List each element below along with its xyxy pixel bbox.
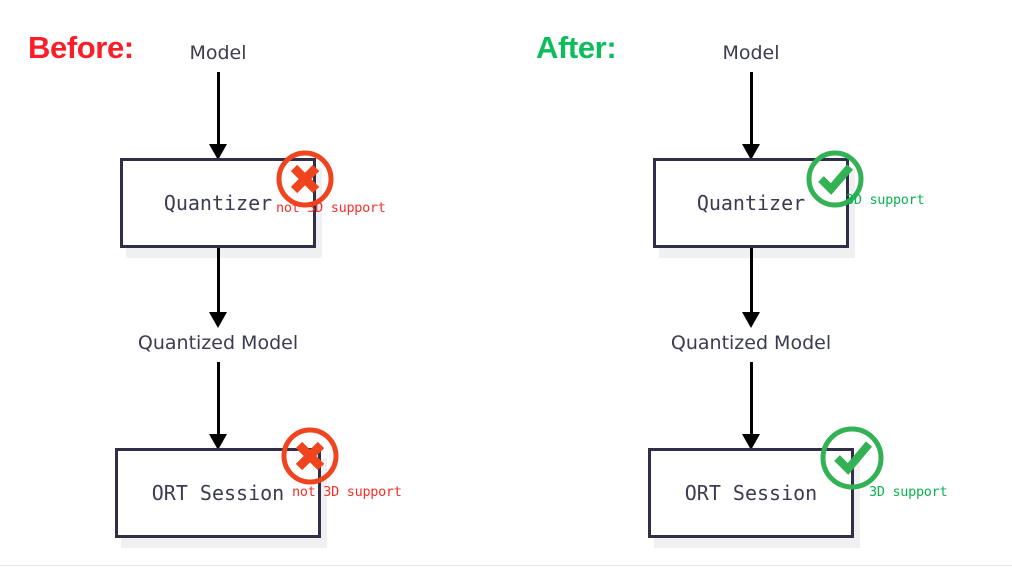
- status-note-quantizer-before: not 3D support: [276, 200, 386, 216]
- arrow-line: [749, 248, 753, 314]
- ort-session-box-label: ORT Session: [151, 481, 285, 505]
- ort-session-box-label: ORT Session: [684, 481, 818, 505]
- circle-check-icon-ort-session-after: [818, 424, 886, 492]
- arrow-quantized-to-ort-before: [207, 362, 229, 450]
- source-label-after: Model: [722, 42, 780, 64]
- quantizer-box-label: Quantizer: [163, 191, 273, 215]
- arrow-line: [216, 362, 220, 436]
- quantizer-box-before[interactable]: Quantizer: [120, 158, 316, 248]
- circle-x-icon-quantizer-before: [274, 148, 336, 210]
- ort-session-box-after[interactable]: ORT Session: [648, 448, 854, 538]
- arrow-head: [742, 434, 760, 450]
- arrow-head: [742, 312, 760, 328]
- status-note-quantizer-after: 3D support: [846, 192, 925, 208]
- intermediate-label-after: Quantized Model: [670, 332, 832, 354]
- quantizer-box-label: Quantizer: [696, 191, 806, 215]
- arrow-quantized-to-ort-after: [740, 362, 762, 450]
- arrow-head: [209, 312, 227, 328]
- status-note-ort-session-after: 3D support: [869, 484, 948, 500]
- intermediate-label-before: Quantized Model: [137, 332, 299, 354]
- arrow-quantizer-to-quantized-after: [740, 248, 762, 328]
- status-note-ort-session-before: not 3D support: [292, 484, 402, 500]
- panel-title-before: Before:: [28, 30, 134, 65]
- arrow-line: [749, 362, 753, 436]
- arrow-head: [209, 434, 227, 450]
- source-label-before: Model: [189, 42, 247, 64]
- panel-title-after: After:: [536, 30, 617, 65]
- bottom-divider: [0, 565, 1012, 566]
- circle-check-icon-quantizer-after: [804, 148, 866, 210]
- arrow-line: [216, 72, 220, 146]
- arrow-head: [742, 144, 760, 160]
- arrow-head: [209, 144, 227, 160]
- arrow-model-to-quantizer-after: [740, 72, 762, 160]
- arrow-line: [216, 248, 220, 314]
- arrow-quantizer-to-quantized-before: [207, 248, 229, 328]
- arrow-line: [749, 72, 753, 146]
- circle-x-icon-ort-session-before: [279, 425, 341, 487]
- arrow-model-to-quantizer-before: [207, 72, 229, 160]
